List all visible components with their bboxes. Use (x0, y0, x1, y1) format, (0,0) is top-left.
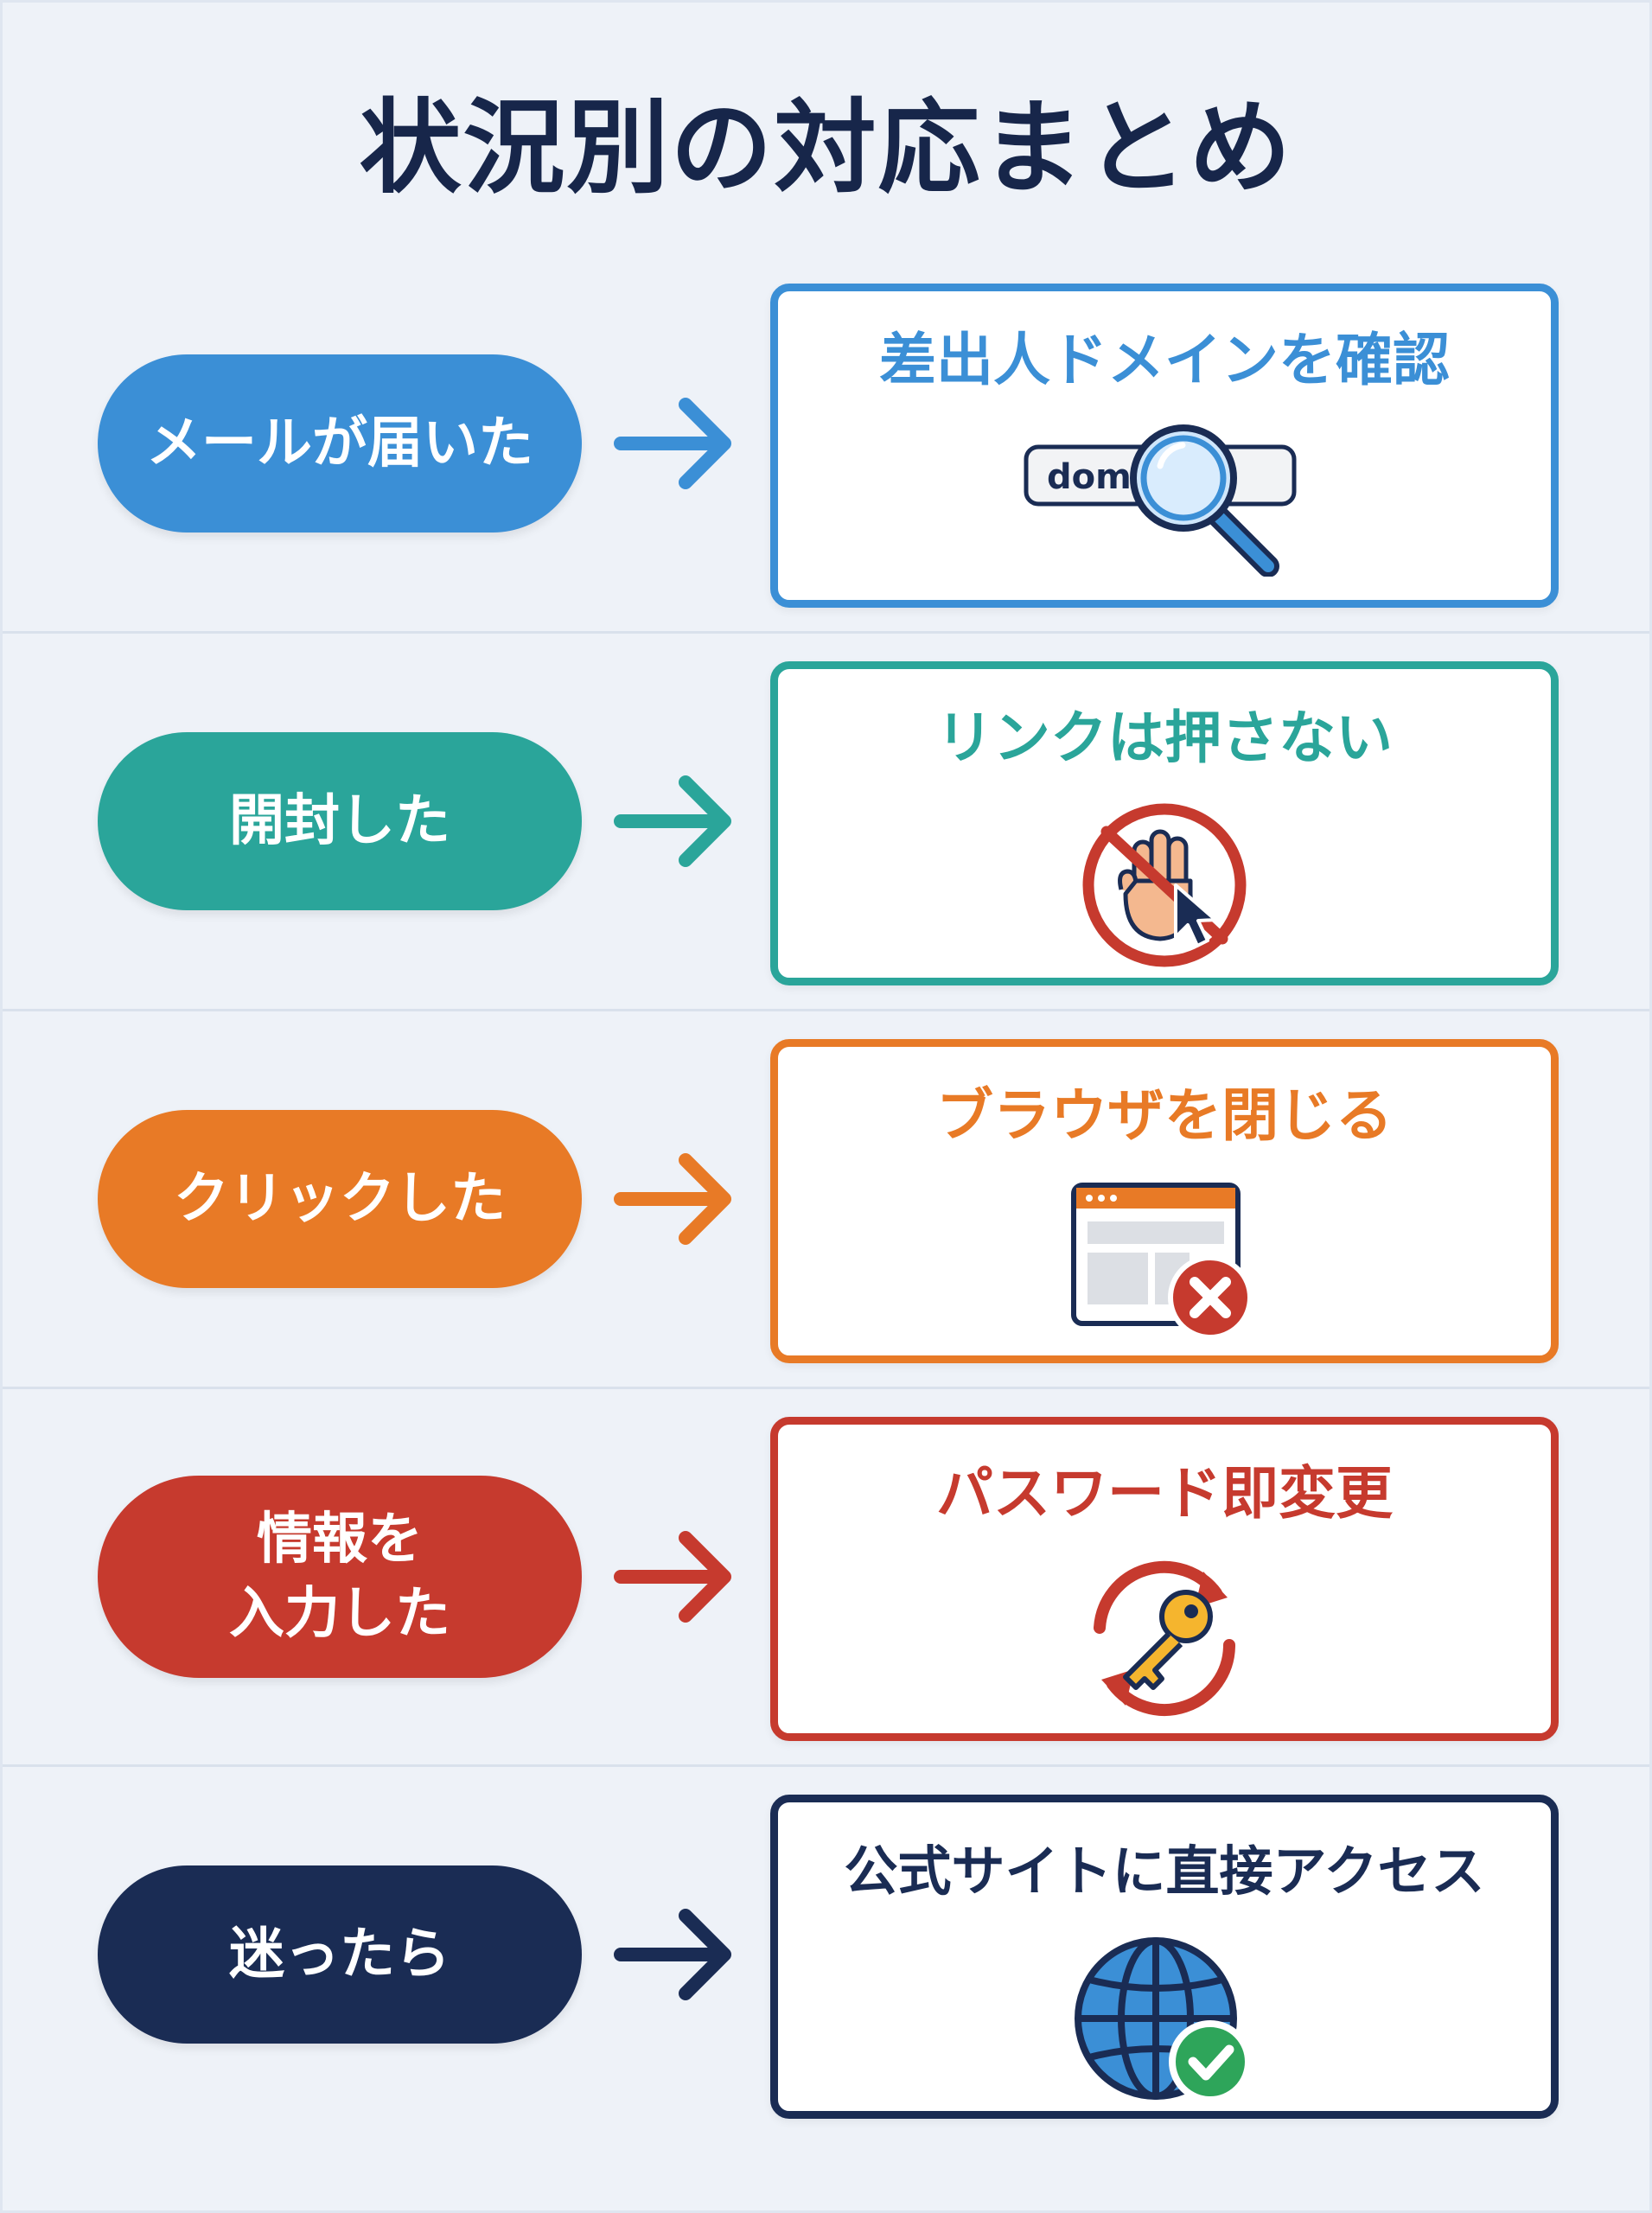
page-title: 状況別の対応まとめ (359, 88, 1293, 207)
situation-pill: 迷ったら (98, 1865, 582, 2044)
action-card: リンクは押さない (770, 661, 1559, 985)
right-arrow-icon (614, 1909, 731, 2000)
row-divider (3, 1387, 1649, 1389)
row-info-entered: 情報を 入力した パスワード即変更 (3, 1391, 1652, 1769)
action-title: リンクは押さない (936, 705, 1393, 771)
close-browser-icon (1071, 1183, 1253, 1340)
row-mail-received: メールが届いた 差出人ドメインを確認 doma (3, 258, 1652, 635)
row-divider (3, 1009, 1649, 1011)
row-clicked: クリックした ブラウザを閉じる (3, 1013, 1652, 1391)
action-card: ブラウザを閉じる (770, 1039, 1559, 1363)
situation-pill: 情報を 入力した (98, 1476, 582, 1678)
no-click-hand-icon (1082, 803, 1247, 967)
situation-pill: 開封した (98, 732, 582, 910)
row-opened: 開封した リンクは押さない (3, 635, 1652, 1013)
action-card: パスワード即変更 (770, 1417, 1559, 1741)
row-divider (3, 631, 1649, 634)
right-arrow-icon (614, 398, 731, 489)
right-arrow-icon (614, 775, 731, 867)
magnifier-domain-icon: doma (1024, 424, 1297, 577)
globe-check-icon (1075, 1937, 1252, 2103)
action-card: 公式サイトに直接アクセス (770, 1795, 1559, 2119)
action-title: パスワード即変更 (936, 1460, 1393, 1527)
action-title: 差出人ドメインを確認 (879, 327, 1450, 393)
right-arrow-icon (614, 1531, 731, 1623)
row-unsure: 迷ったら 公式サイトに直接アクセス (3, 1769, 1652, 2146)
right-arrow-icon (614, 1153, 731, 1245)
key-refresh-icon (1094, 1560, 1235, 1716)
situation-pill: メールが届いた (98, 354, 582, 533)
action-title: 公式サイトに直接アクセス (844, 1840, 1485, 1903)
situation-pill: クリックした (98, 1110, 582, 1288)
action-card: 差出人ドメインを確認 doma (770, 284, 1559, 608)
row-divider (3, 1764, 1649, 1767)
action-title: ブラウザを閉じる (936, 1082, 1393, 1149)
